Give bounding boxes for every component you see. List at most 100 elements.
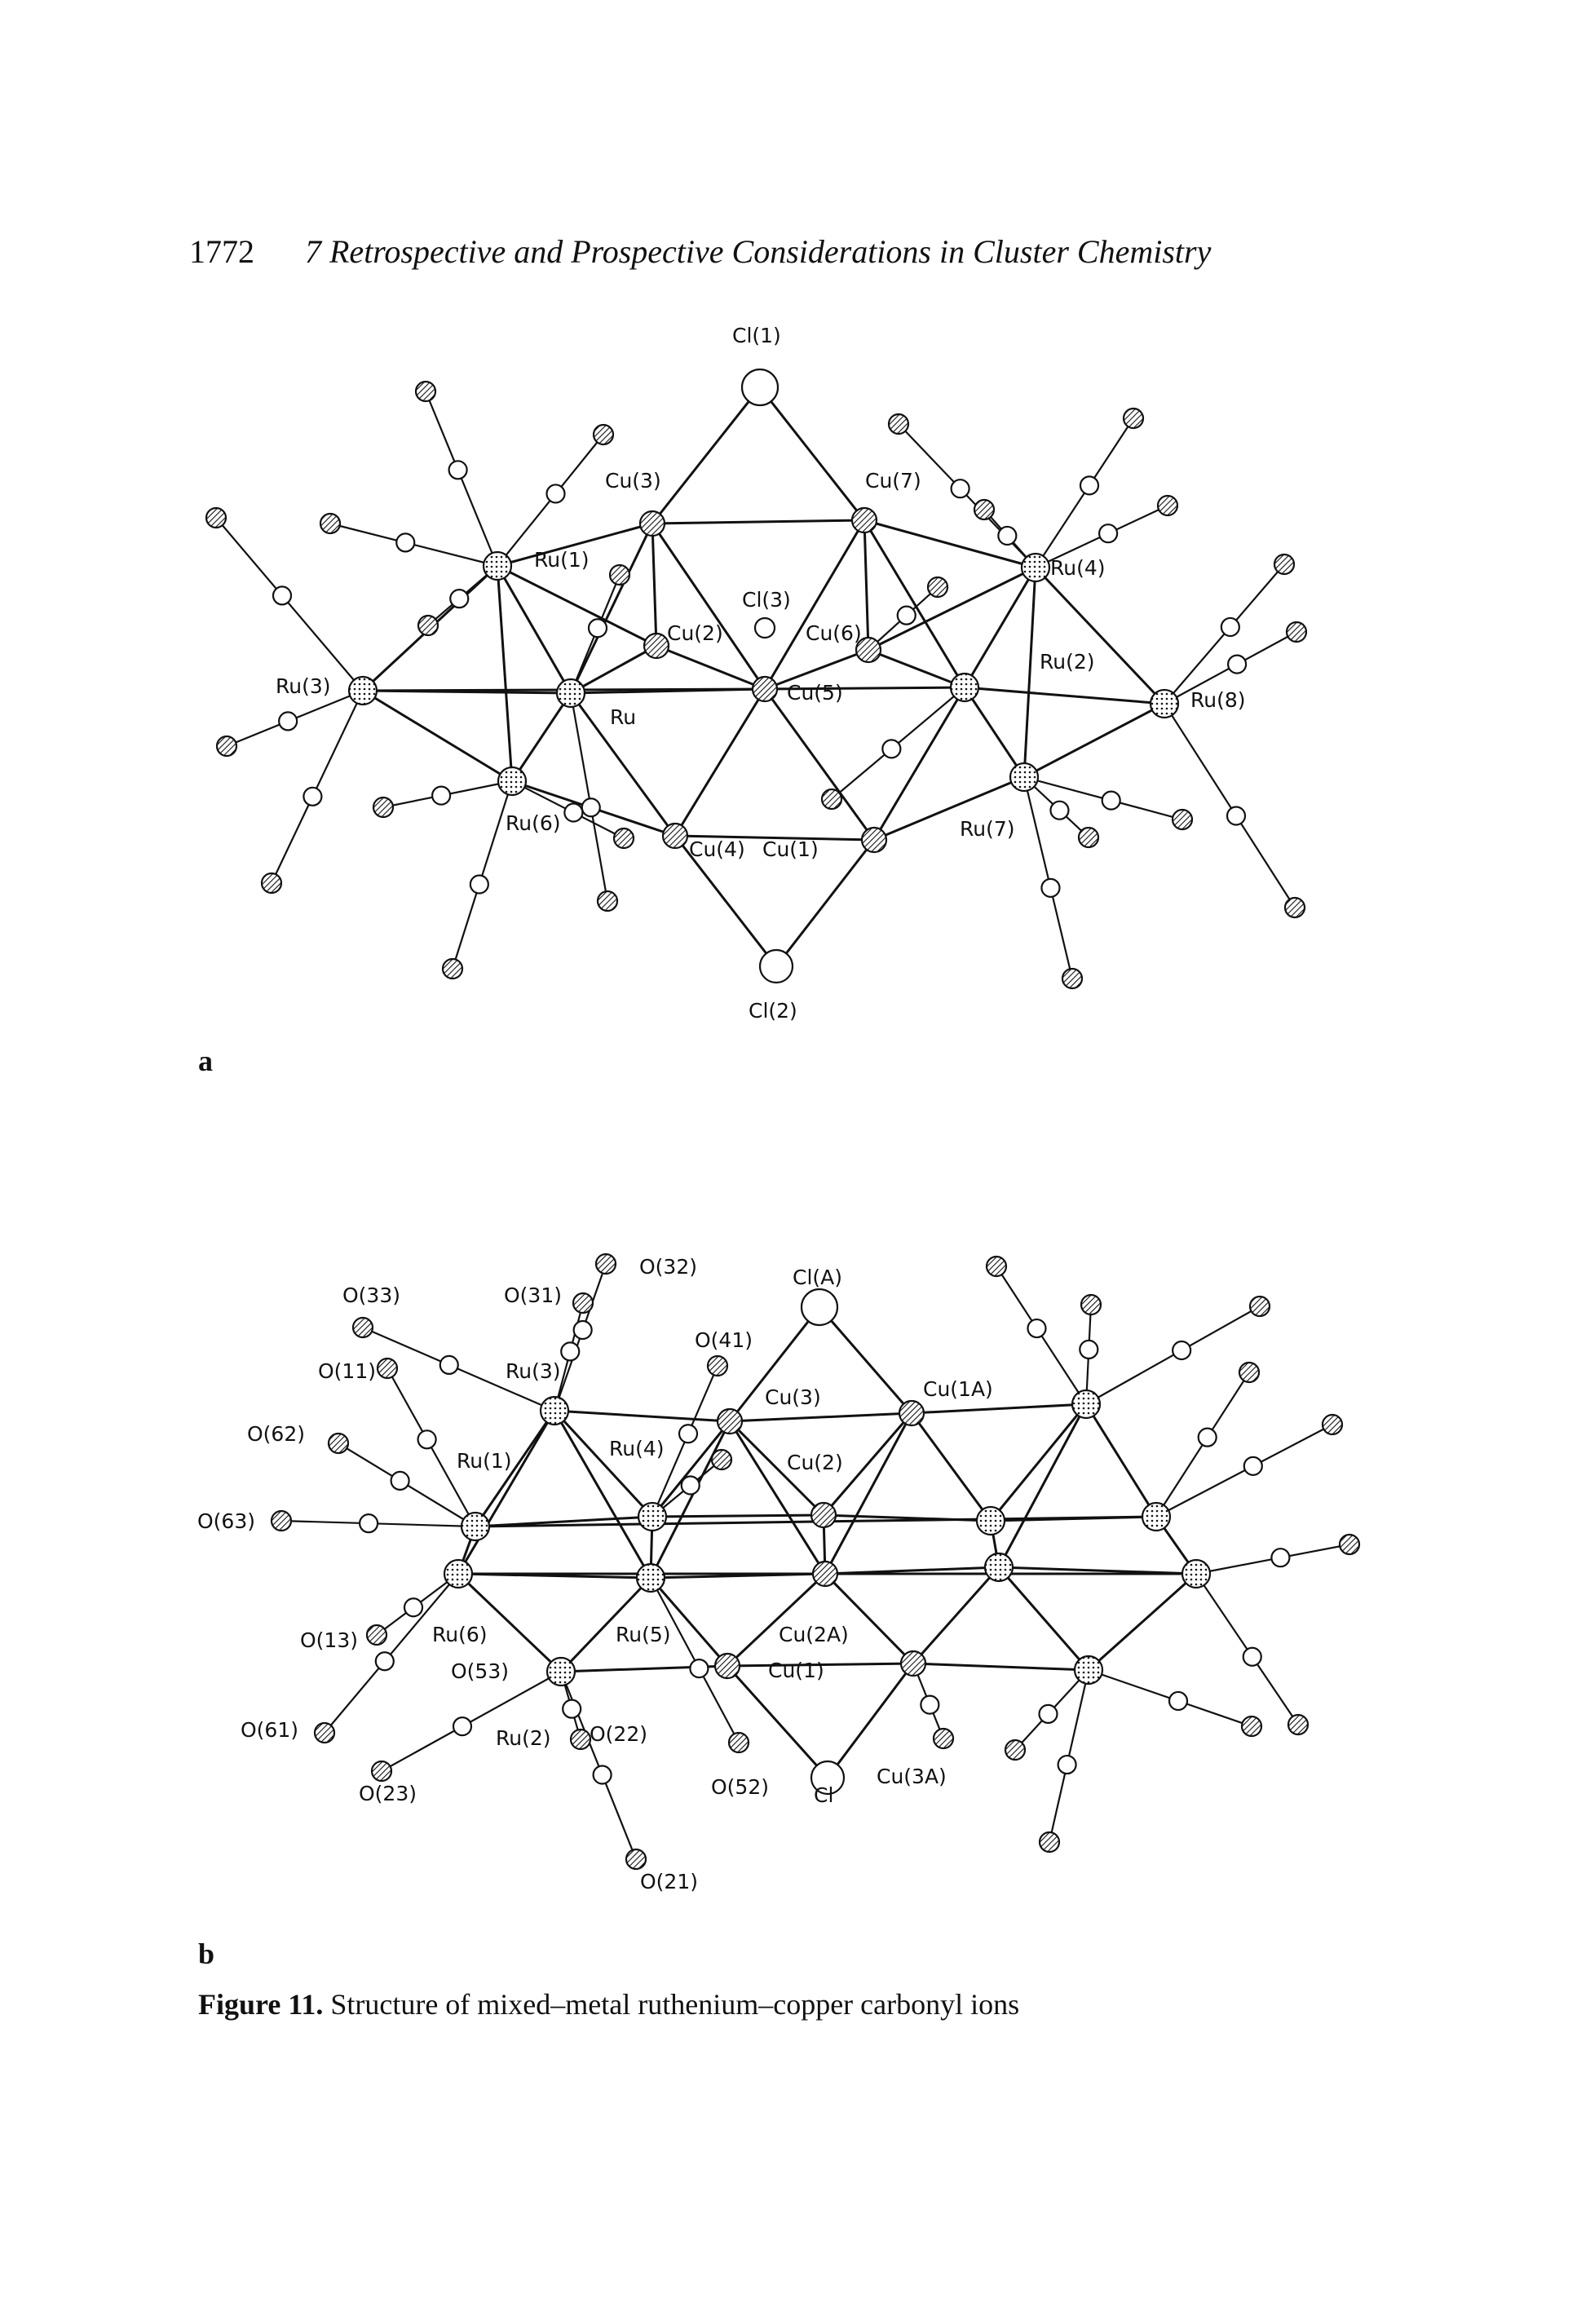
carbon-atom bbox=[1049, 800, 1070, 820]
ruthenium-atom bbox=[443, 1558, 474, 1589]
atom-label: Cl(A) bbox=[793, 1266, 842, 1289]
atom-label: Ru(3) bbox=[276, 674, 331, 698]
ruthenium-atom bbox=[482, 550, 513, 581]
bond-line bbox=[873, 775, 1025, 842]
bond-line bbox=[824, 1572, 915, 1665]
bond-line bbox=[674, 688, 766, 837]
bond-line bbox=[651, 1420, 731, 1518]
atom-label: Ru(7) bbox=[960, 817, 1015, 841]
carbon-atom bbox=[678, 1424, 699, 1444]
oxygen-atom bbox=[985, 1255, 1008, 1278]
oxygen-atom bbox=[1238, 1361, 1261, 1384]
bond-line bbox=[1084, 1403, 1158, 1518]
bond-line bbox=[989, 1403, 1088, 1522]
carbon-atom bbox=[1079, 475, 1100, 496]
atom-label: Cu(3) bbox=[605, 469, 661, 493]
oxygen-atom bbox=[270, 1509, 293, 1532]
oxygen-atom bbox=[376, 1357, 399, 1380]
ruthenium-atom bbox=[949, 672, 980, 703]
bond-line bbox=[474, 1410, 556, 1527]
atom-label: O(22) bbox=[590, 1722, 647, 1746]
oxygen-atom bbox=[205, 506, 227, 529]
atoms-a bbox=[205, 368, 1308, 990]
bond-line bbox=[758, 387, 866, 521]
oxygen-atom bbox=[592, 423, 615, 446]
bond-line bbox=[1085, 1306, 1261, 1405]
atom-label: O(62) bbox=[247, 1422, 305, 1446]
page-number: 1772 bbox=[189, 233, 254, 270]
ruthenium-atom bbox=[555, 678, 586, 709]
chlorine-atom bbox=[758, 948, 794, 984]
carbon-atom bbox=[1270, 1548, 1291, 1568]
bond-line bbox=[1164, 703, 1296, 908]
bond-line bbox=[457, 1410, 556, 1575]
bond-line bbox=[1022, 776, 1074, 979]
oxygen-atom bbox=[569, 1728, 592, 1751]
figure-panel-a: Cl(1) Cu(3) Cu(7) Ru(1) Ru(4) Cl(3) Cu(2… bbox=[0, 310, 1590, 1027]
copper-atom bbox=[638, 510, 666, 537]
oxygen-atom bbox=[365, 1624, 388, 1646]
copper-atom bbox=[860, 826, 888, 854]
bond-line bbox=[729, 1412, 912, 1423]
oxygen-atom bbox=[1248, 1295, 1271, 1318]
copper-atom bbox=[850, 506, 878, 534]
carbon-atom bbox=[587, 618, 608, 638]
atom-label: Cu(1) bbox=[768, 1659, 824, 1682]
copper-atom bbox=[811, 1560, 839, 1588]
bond-line bbox=[381, 1671, 562, 1772]
bond-line bbox=[570, 644, 657, 695]
cluster-structure-a: Cl(1) Cu(3) Cu(7) Ru(1) Ru(4) Cl(3) Cu(2… bbox=[205, 324, 1308, 1023]
oxygen-atom bbox=[820, 788, 843, 811]
chlorine-atom bbox=[800, 1288, 839, 1327]
carbon-atom bbox=[950, 479, 970, 499]
atom-label: Cu(5) bbox=[787, 681, 843, 705]
atom-label: Ru(8) bbox=[1190, 688, 1246, 712]
copper-atom bbox=[661, 822, 689, 850]
oxygen-atom bbox=[1285, 621, 1308, 643]
bond-line bbox=[651, 519, 865, 525]
atom-label: O(61) bbox=[241, 1718, 298, 1742]
bond-line bbox=[868, 566, 1036, 652]
oxygen-atom bbox=[1122, 407, 1145, 430]
oxygen-atom bbox=[887, 413, 910, 435]
bond-line bbox=[822, 1412, 913, 1516]
carbon-atom bbox=[1243, 1456, 1263, 1476]
oxygen-atom bbox=[596, 890, 619, 912]
carbon-atom bbox=[881, 739, 902, 759]
copper-atom bbox=[855, 636, 882, 664]
bond-line bbox=[726, 1572, 827, 1668]
atom-label: O(31) bbox=[504, 1284, 562, 1307]
atom-label: Ru(2) bbox=[1040, 650, 1095, 674]
ruthenium-atom bbox=[1149, 688, 1180, 719]
bond-line bbox=[569, 692, 677, 837]
carbon-atom bbox=[469, 874, 489, 895]
carbon-atom bbox=[1101, 790, 1121, 811]
oxygen-atom bbox=[926, 576, 949, 599]
chlorine-atom bbox=[810, 1760, 846, 1796]
atom-label: O(11) bbox=[318, 1359, 376, 1383]
bond-line bbox=[863, 519, 1036, 569]
oxygen-atom bbox=[710, 1448, 733, 1471]
bond-line bbox=[728, 1420, 825, 1517]
carbon-atom bbox=[303, 786, 323, 806]
oxygen-atom bbox=[1283, 896, 1306, 919]
oxygen-atom bbox=[1038, 1831, 1061, 1853]
bond-line bbox=[656, 644, 766, 691]
oxygen-atom bbox=[417, 614, 439, 637]
bond-line bbox=[764, 648, 869, 691]
panel-letter-b: b bbox=[198, 1937, 215, 1970]
panel-letter-a: a bbox=[198, 1045, 213, 1077]
ruthenium-atom bbox=[1020, 552, 1051, 583]
atom-label: Ru(6) bbox=[506, 811, 561, 835]
ruthenium-atom bbox=[347, 675, 378, 706]
oxygen-atom bbox=[327, 1432, 350, 1455]
atom-label: Cl(2) bbox=[749, 999, 797, 1023]
caption-label: Figure 11. bbox=[198, 1988, 324, 2021]
atom-label: Cu(6) bbox=[806, 621, 862, 645]
bond-line bbox=[569, 692, 609, 902]
bond-line bbox=[863, 519, 870, 651]
carbon-atom bbox=[452, 1716, 473, 1737]
atom-label: O(13) bbox=[300, 1628, 358, 1652]
atoms-b bbox=[270, 1253, 1361, 1871]
